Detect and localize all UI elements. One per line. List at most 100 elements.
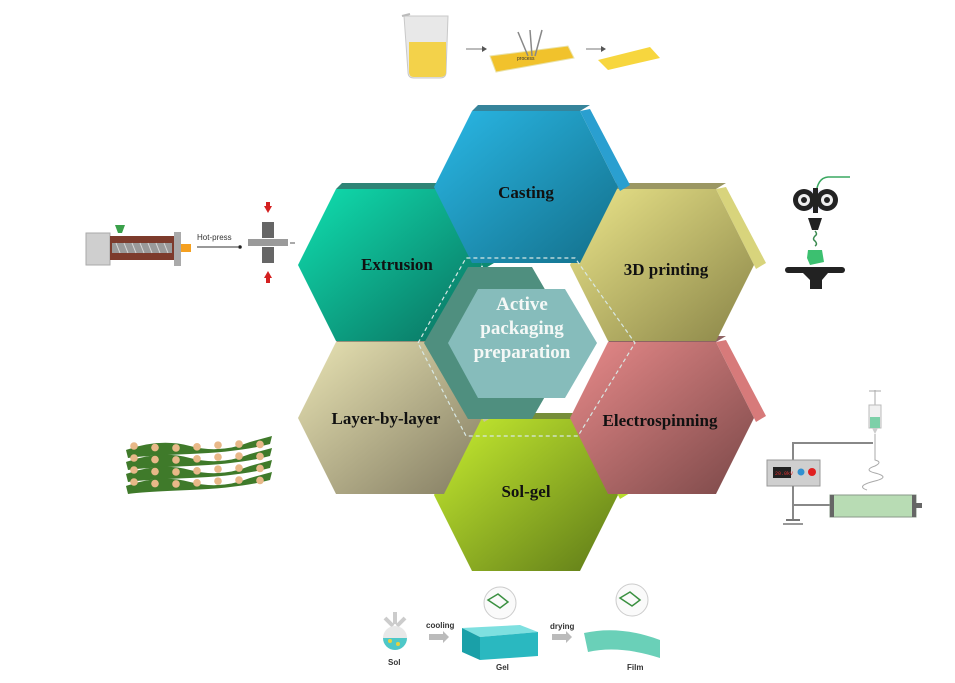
sol-gel-label: Sol-gel [501, 482, 550, 501]
particle [172, 456, 180, 464]
center-hex-face [448, 289, 597, 398]
voltage-display: 20.0kV [775, 471, 793, 477]
electrospinning-bevel [716, 340, 766, 422]
particle [214, 477, 222, 485]
syringe-icon [868, 390, 882, 434]
particle [193, 467, 201, 475]
casting-top-bevel [472, 105, 590, 111]
wire-top [792, 442, 873, 465]
particle [130, 442, 138, 450]
drive-gear-right-icon [816, 189, 838, 211]
extrusion-top-bevel [336, 183, 454, 189]
3d-printer-illustration [785, 176, 850, 289]
film-label: Film [627, 663, 643, 672]
particle [151, 479, 159, 488]
arrow-icon [586, 46, 606, 52]
die-plate [174, 232, 181, 266]
particle [235, 440, 243, 448]
film-sheet-icon [584, 630, 660, 658]
particle [214, 453, 222, 461]
center-label-line-1: Active [496, 294, 548, 315]
gel-zoom-circle [483, 586, 517, 620]
particle [256, 464, 264, 473]
sol-label: Sol [388, 658, 400, 667]
stirring-plate-icon: process [489, 29, 575, 73]
center-hexagon: Active packaging preparation [417, 257, 636, 437]
particle [214, 441, 222, 449]
film-zoom-circle [615, 583, 649, 617]
fiber-jet [862, 434, 884, 491]
extrusion-label: Extrusion [361, 255, 433, 274]
extrusion-illustration: Hot-press [85, 202, 295, 283]
layer-sheet [126, 460, 272, 482]
printed-cube-icon [807, 250, 824, 265]
extrusion-strand [812, 230, 818, 247]
particle [256, 440, 264, 449]
particle [130, 454, 138, 462]
electrospinning-illustration: 20.0kV [766, 390, 922, 525]
hot-press-icon [248, 202, 295, 283]
particle [193, 455, 201, 463]
casting-illustration: process [401, 13, 660, 79]
ground-icon [783, 519, 803, 525]
layer-sheet [126, 472, 272, 494]
cooling-label: cooling [426, 621, 455, 630]
particle [151, 443, 159, 452]
particle [172, 444, 180, 452]
layer-sheet [126, 448, 272, 470]
center-label-line-3: preparation [474, 342, 571, 363]
casting-bevel [580, 109, 630, 191]
particle [130, 478, 138, 486]
wire-bottom [792, 486, 830, 520]
power-supply-icon: 20.0kV [766, 459, 821, 487]
particle [214, 465, 222, 473]
arrow-head [238, 245, 242, 249]
3d-printing-bevel [716, 187, 766, 269]
particle [235, 476, 243, 484]
casting-hex-face [434, 111, 618, 263]
particle [256, 476, 264, 485]
gel-block-icon [462, 625, 538, 660]
melt-output [181, 244, 191, 252]
screw-threads [115, 242, 169, 254]
build-plate [785, 267, 845, 273]
3d-printing-hexagon [570, 183, 766, 341]
particle [151, 455, 159, 464]
particle [256, 452, 264, 461]
casting-label: Casting [498, 183, 554, 202]
motor-box [85, 232, 111, 266]
particle [130, 466, 138, 474]
3d-printing-label: 3D printing [624, 260, 709, 279]
electrospinning-label: Electrospinning [603, 411, 718, 430]
drive-gear-left-icon [793, 189, 815, 211]
3d-printing-top-bevel [608, 183, 726, 189]
arrow-icon [466, 46, 487, 52]
particle [172, 468, 180, 476]
sol-gel-illustration: Sol cooling Gel drying Film [383, 583, 660, 672]
center-label-line-2: packaging [480, 318, 564, 339]
gel-label: Gel [496, 663, 509, 672]
collector-drum-icon [829, 494, 922, 518]
particle [172, 480, 180, 488]
arrow-icon [429, 631, 449, 643]
layer-by-layer-label: Layer-by-layer [332, 409, 441, 428]
hopper-icon [115, 225, 125, 233]
center-hex-outer-dash [417, 257, 636, 437]
arrow-icon [552, 631, 572, 643]
particle [193, 443, 201, 451]
particle [235, 452, 243, 460]
beaker-icon [401, 13, 449, 79]
layer-by-layer-hex-face [298, 342, 482, 494]
film-icon [598, 47, 660, 70]
layer-sheet [126, 436, 272, 458]
nozzle-icon [808, 218, 822, 230]
extrusion-hex-face [298, 189, 482, 341]
particle [193, 479, 201, 487]
layer-by-layer-illustration [126, 436, 272, 494]
hot-press-label: Hot-press [197, 233, 232, 242]
drying-label: drying [550, 622, 575, 631]
3d-printing-hex-face [570, 189, 754, 341]
flask-icon [383, 612, 407, 650]
electrospinning-hex-face [570, 342, 754, 494]
